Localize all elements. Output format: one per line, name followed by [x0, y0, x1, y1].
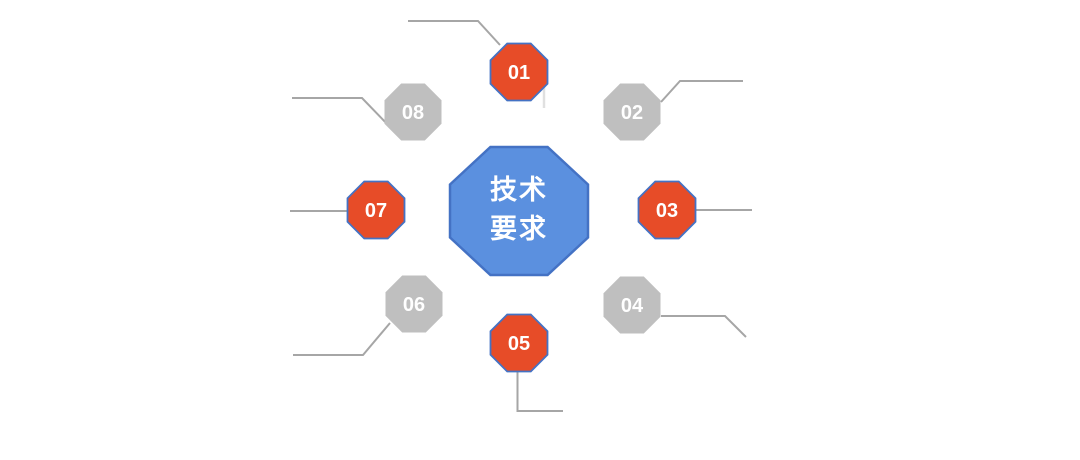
node-07-label: 07 [365, 200, 387, 222]
octagon-node-07: 07 [346, 180, 406, 240]
node-08-label: 08 [402, 102, 424, 124]
node-02-label: 02 [621, 102, 643, 124]
node-06-label: 06 [403, 294, 425, 316]
octagon-node-08: 08 [384, 83, 442, 141]
center-title-line-2: 要求 [490, 214, 548, 244]
leader-line-05 [516, 371, 563, 412]
leader-line-01 [408, 20, 501, 46]
node-01-shape [489, 42, 549, 102]
node-06-shape [385, 275, 443, 333]
octagon-node-04: 04 [603, 276, 661, 334]
leader-line-02 [660, 80, 743, 103]
leader-line-08 [292, 97, 391, 128]
octagon-node-02: 02 [603, 83, 661, 141]
node-03-shape [637, 180, 697, 240]
center-title-line-1: 技术 [490, 175, 548, 205]
octagon-node-06: 06 [385, 275, 443, 333]
node-01-label: 01 [508, 62, 530, 84]
node-04-shape [603, 276, 661, 334]
leader-line-04 [661, 315, 747, 338]
node-05-label: 05 [508, 333, 530, 355]
octagon-node-05: 05 [489, 313, 549, 373]
center-octagon-group: 技术 要求 [448, 145, 590, 277]
octagon-node-01: 01 [489, 42, 549, 102]
node-08-shape [384, 83, 442, 141]
node-04-label: 04 [621, 295, 644, 317]
node-02-shape [603, 83, 661, 141]
node-07-shape [346, 180, 406, 240]
node-05-shape [489, 313, 549, 373]
center-octagon [448, 145, 590, 277]
octagon-node-03: 03 [637, 180, 697, 240]
node-03-label: 03 [656, 200, 678, 222]
leader-line-06 [293, 322, 391, 356]
